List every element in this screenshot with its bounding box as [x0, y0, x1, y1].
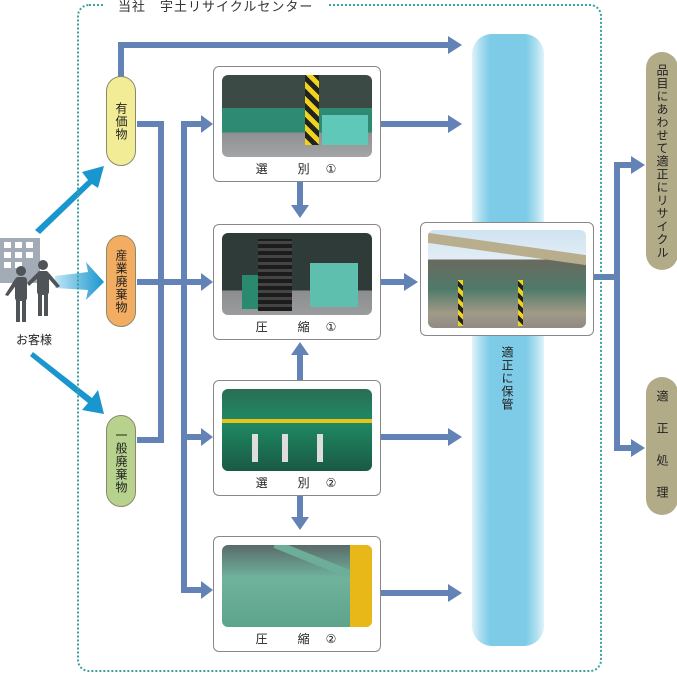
output-proper-disposal: 適 正 処 理: [646, 377, 677, 515]
arrowhead: [201, 273, 213, 291]
output-label: 品目にあわせて適正にリサイクル: [655, 63, 669, 259]
output-recycle: 品目にあわせて適正にリサイクル: [646, 52, 677, 270]
source-general-waste: 一般廃棄物: [106, 415, 136, 507]
process-card-compression-2: 圧 縮 ②: [213, 536, 381, 652]
source-label: 有価物: [114, 101, 128, 141]
storage-label: 適正に保管: [500, 346, 514, 411]
card-caption: 圧 縮 ①: [255, 320, 339, 334]
connector-feeder-bus: [181, 121, 205, 593]
arrowhead: [631, 439, 645, 457]
arrowhead: [201, 115, 213, 133]
sorting-1-photo: [222, 75, 372, 157]
customer-label: お客様: [16, 333, 53, 347]
source-valuables: 有価物: [106, 76, 136, 166]
storage-column: [472, 34, 544, 646]
recycle-center-frame: [77, 4, 602, 672]
connector-valuables-direct: [118, 42, 450, 78]
customer-arrow-valuables: [35, 166, 104, 234]
frame-title: 当社 宇土リサイクルセンター: [104, 0, 328, 16]
arrowhead: [291, 342, 309, 355]
customer-arrow-industrial: [55, 262, 104, 300]
process-card-compression-1: 圧 縮 ①: [213, 224, 381, 340]
arrowhead: [448, 36, 462, 54]
compression-2-photo: [222, 545, 372, 627]
card-caption: 選 別 ②: [255, 476, 339, 490]
card-caption: 選 別 ①: [255, 162, 339, 176]
compression-1-photo: [222, 233, 372, 315]
source-industrial-waste: 産業廃棄物: [106, 235, 136, 327]
sorting-2-photo: [222, 389, 372, 471]
output-label: 適 正 処 理: [655, 390, 669, 502]
arrowhead: [448, 584, 462, 602]
arrowhead: [631, 156, 645, 174]
arrowhead: [291, 205, 309, 218]
arrowhead: [404, 273, 418, 291]
arrowhead: [201, 428, 213, 446]
storage-card: [420, 222, 594, 336]
connector-storage-outputs: [594, 162, 632, 280]
arrowhead: [201, 581, 213, 599]
card-caption: 圧 縮 ②: [255, 632, 339, 646]
process-card-sorting-2: 選 別 ②: [213, 380, 381, 496]
arrowhead: [448, 115, 462, 133]
arrowhead: [291, 517, 309, 530]
storage-shed-photo: [428, 230, 586, 328]
building-people-icon: [0, 238, 60, 322]
customer-arrow-general: [30, 352, 104, 414]
source-label: 産業廃棄物: [114, 248, 128, 314]
source-label: 一般廃棄物: [114, 428, 128, 494]
process-card-sorting-1: 選 別 ①: [213, 66, 381, 182]
arrowhead: [448, 428, 462, 446]
